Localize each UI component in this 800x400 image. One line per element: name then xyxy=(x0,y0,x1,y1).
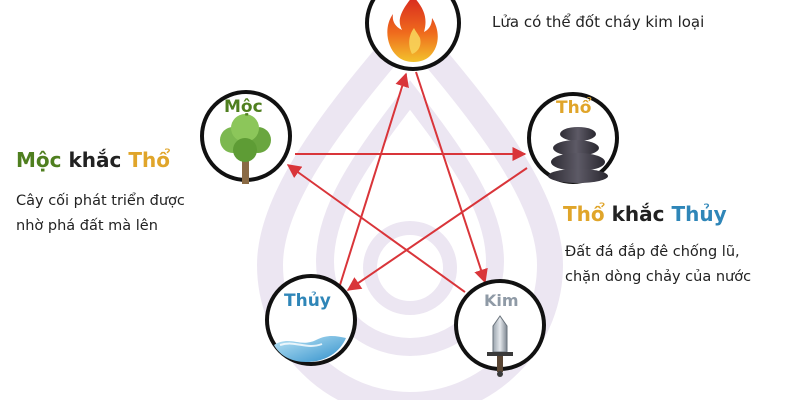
arrow-fire-to-metal xyxy=(415,71,488,284)
node-wood-label: Mộc xyxy=(224,97,263,117)
annotation-wood-earth-title: Mộc khắc Thổ xyxy=(16,148,170,172)
annotation-earth-water-desc-2: chặn dòng chảy của nước xyxy=(565,269,752,285)
stones-icon xyxy=(548,127,608,183)
annotation-fire-metal-desc: Lửa có thể đốt cháy kim loại xyxy=(492,13,705,31)
node-earth: Thổ xyxy=(527,92,619,184)
node-metal: Kim xyxy=(454,279,546,377)
arrows xyxy=(286,71,528,293)
annotation-wood-earth-title-a: Mộc xyxy=(16,148,62,172)
annotation-wood-earth-title-b: Thổ xyxy=(128,148,170,172)
annotation-earth-water-title-mid: khắc xyxy=(604,202,672,226)
annotation-earth-water-title-b: Thủy xyxy=(671,202,727,226)
node-earth-label: Thổ xyxy=(556,96,592,118)
sword-icon xyxy=(487,315,513,377)
flame-icon xyxy=(387,0,438,62)
node-wood: Mộc xyxy=(200,90,292,184)
background-watermark xyxy=(256,8,564,400)
node-water-label: Thủy xyxy=(284,291,331,311)
arrow-metal-to-wood xyxy=(286,164,466,293)
node-water: Thủy xyxy=(265,274,357,366)
annotation-wood-earth-desc-2: nhờ phá đất mà lên xyxy=(16,218,158,234)
tree-icon xyxy=(220,114,271,184)
annotation-wood-earth-desc-1: Cây cối phát triển được xyxy=(16,193,185,209)
node-fire xyxy=(365,0,461,71)
annotation-earth-water-title-a: Thổ xyxy=(563,202,605,226)
arrow-water-to-fire xyxy=(339,72,409,286)
arrow-earth-to-water xyxy=(346,167,528,291)
node-metal-label: Kim xyxy=(484,291,519,310)
annotation-earth-water-title: Thổ khắc Thủy xyxy=(563,202,727,226)
annotation-earth-water-desc-1: Đất đá đắp đê chống lũ, xyxy=(565,244,740,260)
annotation-wood-earth-title-mid: khắc xyxy=(61,148,129,172)
wave-icon xyxy=(274,336,346,362)
